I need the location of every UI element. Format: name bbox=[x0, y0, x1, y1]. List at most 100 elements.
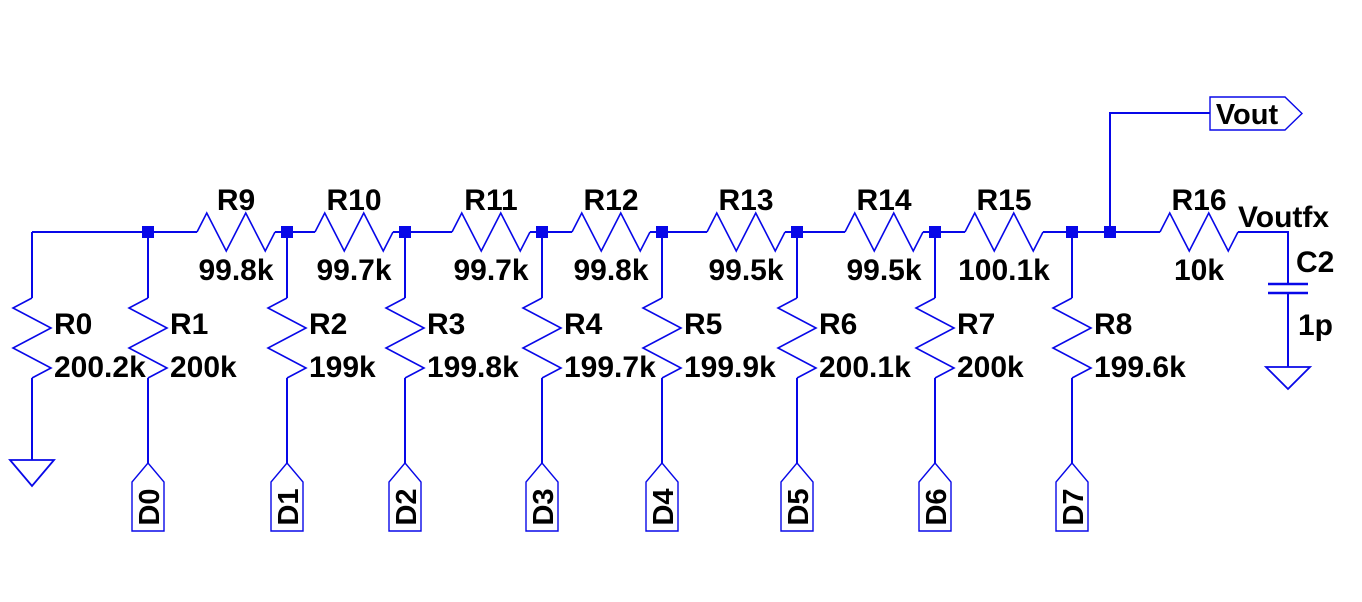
resistor-name[interactable]: R15 bbox=[976, 184, 1031, 217]
resistor-R10[interactable]: R10 99.7k bbox=[314, 184, 394, 287]
resistor-body bbox=[266, 297, 308, 379]
resistor-name[interactable]: R10 bbox=[326, 184, 381, 217]
junction-dot bbox=[281, 226, 293, 238]
resistor-value[interactable]: 99.5k bbox=[846, 254, 921, 287]
resistor-name[interactable]: R2 bbox=[309, 308, 347, 341]
flag-label: D2 bbox=[391, 488, 423, 525]
net-flag-Vout[interactable]: Vout bbox=[1209, 96, 1304, 131]
resistor-value[interactable]: 199.9k bbox=[684, 351, 776, 384]
junction-dot bbox=[656, 226, 668, 238]
resistor-value[interactable]: 99.8k bbox=[198, 254, 273, 287]
net-flag-D6[interactable]: D6 bbox=[918, 461, 953, 532]
resistor-value[interactable]: 10k bbox=[1174, 254, 1224, 287]
junction-dot bbox=[399, 226, 411, 238]
flag-label: D7 bbox=[1058, 488, 1090, 525]
resistor-R14[interactable]: R14 99.5k bbox=[844, 184, 924, 287]
net-flag-D0[interactable]: D0 bbox=[131, 461, 166, 532]
resistor-R5[interactable]: R5 199.9k bbox=[641, 297, 776, 384]
resistor-body bbox=[706, 211, 786, 253]
resistor-name[interactable]: R5 bbox=[684, 308, 722, 341]
resistor-name[interactable]: R8 bbox=[1094, 308, 1132, 341]
flag-outline bbox=[131, 461, 165, 532]
resistor-R9[interactable]: R9 99.8k bbox=[196, 184, 276, 287]
resistor-R15[interactable]: R15 100.1k bbox=[958, 184, 1050, 287]
resistor-body bbox=[641, 297, 683, 379]
net-flag-D3[interactable]: D3 bbox=[525, 461, 560, 532]
net-flag-D2[interactable]: D2 bbox=[388, 461, 423, 532]
resistor-value[interactable]: 99.8k bbox=[573, 254, 648, 287]
resistor-body bbox=[451, 211, 531, 253]
resistor-value[interactable]: 199k bbox=[309, 351, 376, 384]
junction-dot bbox=[791, 226, 803, 238]
resistor-R3[interactable]: R3 199.8k bbox=[384, 297, 519, 384]
resistor-name[interactable]: R4 bbox=[564, 308, 603, 341]
resistor-value[interactable]: 200.2k bbox=[54, 351, 146, 384]
junction-dot bbox=[1066, 226, 1078, 238]
capacitor-name[interactable]: C2 bbox=[1296, 246, 1334, 279]
resistor-name[interactable]: R3 bbox=[427, 308, 465, 341]
resistor-R11[interactable]: R11 99.7k bbox=[451, 184, 531, 287]
flag-outline bbox=[645, 461, 679, 532]
resistor-body bbox=[127, 297, 169, 379]
resistor-R0[interactable]: R0 200.2k bbox=[11, 297, 146, 384]
resistor-name[interactable]: R11 bbox=[464, 184, 517, 217]
resistor-name[interactable]: R9 bbox=[217, 184, 255, 217]
net-flag-D1[interactable]: D1 bbox=[270, 461, 305, 532]
resistor-R8[interactable]: R8 199.6k bbox=[1051, 297, 1186, 384]
net-label-voutfx[interactable]: Voutfx bbox=[1238, 201, 1329, 234]
resistor-body bbox=[384, 297, 426, 379]
resistor-name[interactable]: R7 bbox=[957, 308, 995, 341]
resistor-name[interactable]: R1 bbox=[170, 308, 208, 341]
ground-icon[interactable] bbox=[8, 459, 56, 488]
resistor-body bbox=[776, 297, 818, 379]
resistor-value[interactable]: 99.5k bbox=[708, 254, 783, 287]
resistor-R13[interactable]: R13 99.5k bbox=[706, 184, 786, 287]
resistor-name[interactable]: R12 bbox=[583, 184, 638, 217]
ground-icon[interactable] bbox=[1263, 366, 1313, 391]
wires bbox=[31, 112, 1289, 463]
wire[interactable] bbox=[31, 112, 1289, 463]
flag-outline bbox=[270, 461, 304, 532]
resistor-value[interactable]: 199.7k bbox=[564, 351, 656, 384]
resistor-value[interactable]: 100.1k bbox=[958, 254, 1050, 287]
resistor-name[interactable]: R16 bbox=[1171, 184, 1226, 217]
resistor-name[interactable]: R0 bbox=[54, 308, 92, 341]
flag-outline bbox=[388, 461, 422, 532]
resistor-value[interactable]: 199.6k bbox=[1094, 351, 1186, 384]
resistor-value[interactable]: 200k bbox=[170, 351, 237, 384]
junction-dot bbox=[929, 226, 941, 238]
resistor-body bbox=[571, 211, 651, 253]
resistor-value[interactable]: 199.8k bbox=[427, 351, 519, 384]
capacitor-value[interactable]: 1p bbox=[1298, 309, 1333, 342]
resistor-R12[interactable]: R12 99.8k bbox=[571, 184, 651, 287]
flag-label: D5 bbox=[783, 488, 815, 525]
resistor-value[interactable]: 99.7k bbox=[453, 254, 528, 287]
resistor-value[interactable]: 200.1k bbox=[819, 351, 911, 384]
resistor-body bbox=[11, 297, 53, 379]
resistor-body bbox=[314, 211, 394, 253]
resistor-value[interactable]: 200k bbox=[957, 351, 1024, 384]
junction-dot bbox=[1104, 226, 1116, 238]
resistor-value[interactable]: 99.7k bbox=[316, 254, 391, 287]
resistor-R7[interactable]: R7 200k bbox=[914, 297, 1024, 384]
flag-label: D3 bbox=[528, 488, 560, 525]
resistor-R6[interactable]: R6 200.1k bbox=[776, 297, 911, 384]
capacitor-C2[interactable]: C2 1p bbox=[1268, 246, 1334, 342]
flag-label: D1 bbox=[273, 488, 305, 525]
junction-dot bbox=[142, 226, 154, 238]
net-flag-D5[interactable]: D5 bbox=[780, 461, 815, 532]
resistor-R4[interactable]: R4 199.7k bbox=[521, 297, 656, 384]
resistor-name[interactable]: R6 bbox=[819, 308, 857, 341]
flag-outline bbox=[918, 461, 952, 532]
resistor-R2[interactable]: R2 199k bbox=[266, 297, 376, 384]
resistor-name[interactable]: R13 bbox=[718, 184, 773, 217]
net-flag-D7[interactable]: D7 bbox=[1055, 461, 1090, 532]
flag-label: D0 bbox=[134, 488, 166, 525]
resistor-R16[interactable]: R16 10k bbox=[1159, 184, 1239, 287]
net-flag-D4[interactable]: D4 bbox=[645, 461, 680, 532]
resistor-name[interactable]: R14 bbox=[856, 184, 911, 217]
resistor-body bbox=[196, 211, 276, 253]
resistor-R1[interactable]: R1 200k bbox=[127, 297, 237, 384]
